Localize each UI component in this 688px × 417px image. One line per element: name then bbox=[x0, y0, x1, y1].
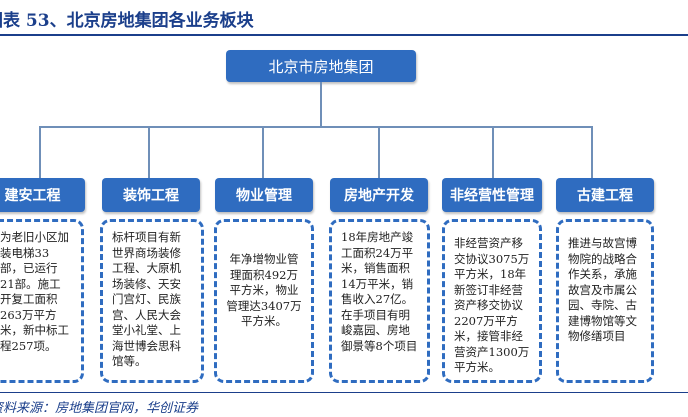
segment-feijingying: 非经营性管理 bbox=[442, 178, 542, 212]
segment-zhuangshi: 装饰工程 bbox=[102, 178, 200, 212]
segment-jianan: 建安工程 bbox=[0, 178, 85, 212]
desc-fangdichan: 18年房地产竣工面积24万平米，销售面积14万平米，销售收入27亿。在手项目有明… bbox=[329, 219, 430, 383]
desc-jianan: 为老旧小区加装电梯33部，已运行21部。施工开复工面积263万平方米，新中标工程… bbox=[0, 219, 84, 383]
branch-connector-6 bbox=[591, 126, 593, 178]
segment-wuye: 物业管理 bbox=[215, 178, 313, 212]
desc-wuye: 年净增物业管理面积492万平方米，物业管理达3407万平方米。 bbox=[214, 219, 314, 383]
segment-fangdichan: 房地产开发 bbox=[330, 178, 428, 212]
branch-connector-1 bbox=[39, 126, 41, 178]
source-note: 资料来源：房地集团官网，华创证券 bbox=[0, 401, 199, 416]
source-divider bbox=[0, 392, 688, 393]
desc-feijingying: 非经营资产移交协议3075万平方米，18年新签订非经营资产移交协议2207万平方… bbox=[442, 219, 542, 383]
desc-gujian: 推进与故宫博物院的战略合作关系，承施故宫及市属公园、寺院、古建博物馆等文物修缮项… bbox=[556, 219, 654, 383]
figure-title: 图表 53、北京房地集团各业务板块 bbox=[0, 11, 254, 31]
horizontal-connector bbox=[39, 126, 592, 128]
root-node: 北京市房地集团 bbox=[226, 50, 416, 82]
branch-connector-3 bbox=[262, 126, 264, 178]
branch-connector-2 bbox=[148, 126, 150, 178]
branch-connector-4 bbox=[378, 126, 380, 178]
segment-gujian: 古建工程 bbox=[556, 178, 654, 212]
branch-connector-5 bbox=[492, 126, 494, 178]
desc-zhuangshi: 标杆项目有新世界商场装修工程、大原机场装修、天安门宫灯、民族宫、人民大会堂小礼堂… bbox=[100, 219, 204, 383]
root-connector bbox=[320, 82, 322, 126]
title-divider bbox=[0, 34, 688, 36]
